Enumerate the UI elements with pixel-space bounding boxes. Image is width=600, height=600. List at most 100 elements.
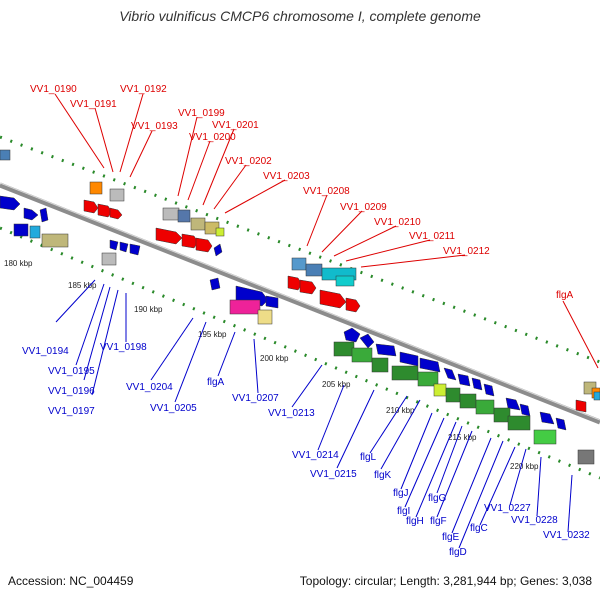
gene-feature[interactable] [333, 341, 355, 357]
gene-feature[interactable] [299, 279, 317, 295]
gene-feature[interactable] [109, 188, 125, 202]
gene-label[interactable]: VV1_0209 [340, 202, 387, 213]
gene-feature[interactable] [391, 365, 419, 381]
gene-feature[interactable] [593, 391, 600, 401]
gene-feature[interactable] [83, 199, 99, 214]
gene-feature[interactable] [109, 207, 123, 220]
gene-label[interactable]: flgD [449, 547, 467, 558]
gene-label[interactable]: flgK [374, 470, 392, 481]
gene-feature[interactable] [155, 227, 183, 245]
gene-feature[interactable] [433, 383, 447, 397]
gene-label[interactable]: VV1_0203 [263, 171, 310, 182]
gene-feature[interactable] [129, 243, 141, 256]
gene-label[interactable]: VV1_0212 [443, 246, 490, 257]
gene-feature[interactable] [0, 149, 11, 161]
gene-feature[interactable] [533, 429, 557, 445]
gene-feature[interactable] [265, 295, 279, 309]
gene-label[interactable]: flgL [360, 452, 377, 463]
gene-label[interactable]: VV1_0214 [292, 450, 339, 461]
gene-label[interactable]: VV1_0194 [22, 346, 69, 357]
gene-feature[interactable] [39, 207, 49, 223]
gene-feature[interactable] [13, 223, 29, 237]
gene-feature[interactable] [89, 181, 103, 195]
gene-feature[interactable] [319, 289, 347, 309]
gene-feature[interactable] [195, 237, 213, 253]
gene-feature[interactable] [177, 209, 191, 223]
gene-feature[interactable] [229, 299, 261, 315]
gene-label[interactable]: VV1_0193 [131, 121, 178, 132]
gene-label[interactable]: VV1_0211 [409, 231, 455, 242]
gene-feature[interactable] [209, 277, 221, 291]
gene-label[interactable]: VV1_0198 [100, 342, 147, 353]
gene-label[interactable]: VV1_0197 [48, 406, 95, 417]
gene-feature[interactable] [493, 407, 511, 423]
gene-feature[interactable] [291, 257, 307, 271]
gene-feature[interactable] [181, 233, 199, 249]
gene-label[interactable]: VV1_0195 [48, 366, 95, 377]
gene-label[interactable]: VV1_0201 [212, 120, 259, 131]
gene-label[interactable]: VV1_0191 [70, 99, 117, 110]
gene-feature[interactable] [305, 263, 323, 277]
gene-label[interactable]: flgE [442, 532, 460, 543]
gene-feature[interactable] [471, 377, 483, 391]
gene-feature[interactable] [539, 411, 555, 425]
gene-feature[interactable] [519, 403, 531, 417]
gene-feature[interactable] [399, 351, 419, 367]
gene-feature[interactable] [343, 327, 361, 343]
gene-label[interactable]: VV1_0210 [374, 217, 421, 228]
gene-label[interactable]: flgA [207, 377, 225, 388]
gene-label[interactable]: VV1_0232 [543, 530, 590, 541]
gene-label[interactable]: VV1_0215 [310, 469, 357, 480]
gene-feature[interactable] [101, 252, 117, 266]
gene-label[interactable]: VV1_0207 [232, 393, 279, 404]
gene-feature[interactable] [475, 399, 495, 415]
gene-feature[interactable] [507, 415, 531, 431]
gene-feature[interactable] [575, 399, 587, 413]
gene-label[interactable]: VV1_0199 [178, 108, 225, 119]
gene-feature[interactable] [41, 233, 69, 248]
gene-label[interactable]: VV1_0213 [268, 408, 315, 419]
gene-feature[interactable] [29, 225, 41, 239]
gene-feature[interactable] [555, 417, 567, 431]
gene-feature[interactable] [119, 241, 129, 253]
gene-feature[interactable] [459, 393, 477, 409]
gene-feature[interactable] [109, 239, 119, 251]
gene-label[interactable]: VV1_0208 [303, 186, 350, 197]
gene-label[interactable]: VV1_0228 [511, 515, 558, 526]
gene-feature[interactable] [162, 207, 180, 221]
gene-label[interactable]: flgH [406, 516, 424, 527]
gene-label[interactable]: VV1_0227 [484, 503, 531, 514]
gene-feature[interactable] [577, 449, 595, 465]
gene-feature[interactable] [443, 367, 457, 381]
gene-label[interactable]: VV1_0202 [225, 156, 272, 167]
gene-feature[interactable] [335, 275, 355, 287]
gene-feature[interactable] [371, 357, 389, 373]
gene-label[interactable]: flgJ [393, 488, 409, 499]
gene-feature[interactable] [190, 217, 206, 231]
gene-feature[interactable] [505, 397, 521, 411]
gene-label[interactable]: VV1_0200 [189, 132, 236, 143]
gene-feature[interactable] [457, 373, 471, 387]
gene-label[interactable]: flgI [397, 506, 410, 517]
gene-label[interactable]: flgA [556, 290, 574, 301]
gene-feature[interactable] [213, 243, 223, 257]
gene-feature[interactable] [257, 309, 273, 325]
gene-feature[interactable] [23, 207, 39, 221]
gene-feature[interactable] [345, 297, 361, 313]
gene-label[interactable]: VV1_0204 [126, 382, 173, 393]
gene-feature[interactable] [0, 195, 21, 211]
gene-label[interactable]: flgG [428, 493, 447, 504]
gene-label[interactable]: flgF [430, 516, 447, 527]
gene-feature[interactable] [445, 387, 461, 403]
gene-feature[interactable] [359, 333, 375, 349]
gene-feature[interactable] [215, 227, 225, 237]
gene-label[interactable]: VV1_0205 [150, 403, 197, 414]
gene-label[interactable]: VV1_0192 [120, 84, 167, 95]
gene-feature[interactable] [417, 371, 439, 387]
gene-feature[interactable] [375, 343, 397, 357]
gene-label[interactable]: VV1_0196 [48, 386, 95, 397]
gene-feature[interactable] [351, 347, 373, 363]
gene-label[interactable]: VV1_0190 [30, 84, 77, 95]
gene-feature[interactable] [483, 383, 495, 397]
gene-feature[interactable] [419, 357, 441, 373]
